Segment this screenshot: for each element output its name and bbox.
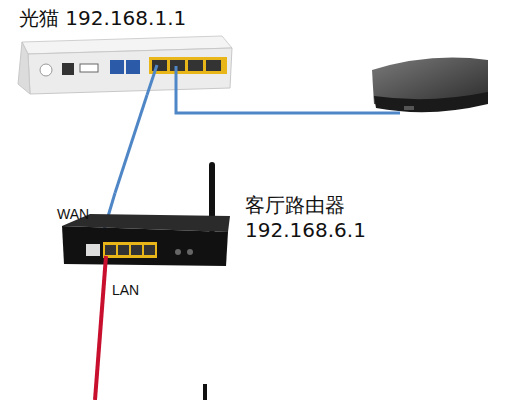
antenna	[203, 384, 207, 400]
cable-stub	[147, 65, 157, 95]
port-label: WAN	[57, 206, 89, 222]
node-heading: 客厅路由器 192.168.6.1	[245, 193, 370, 243]
modem-node: 光猫 192.168.1.1	[15, 4, 243, 95]
ethernet-cable	[115, 95, 147, 193]
lan-cable	[95, 256, 106, 400]
tv-cable	[176, 66, 400, 113]
modem-device	[18, 36, 232, 94]
port-label: LAN	[112, 282, 139, 298]
router-node: 客厅路由器 192.168.6.1	[60, 193, 390, 273]
node-heading: 光猫 192.168.1.1	[19, 6, 239, 31]
tv-box	[372, 58, 488, 113]
